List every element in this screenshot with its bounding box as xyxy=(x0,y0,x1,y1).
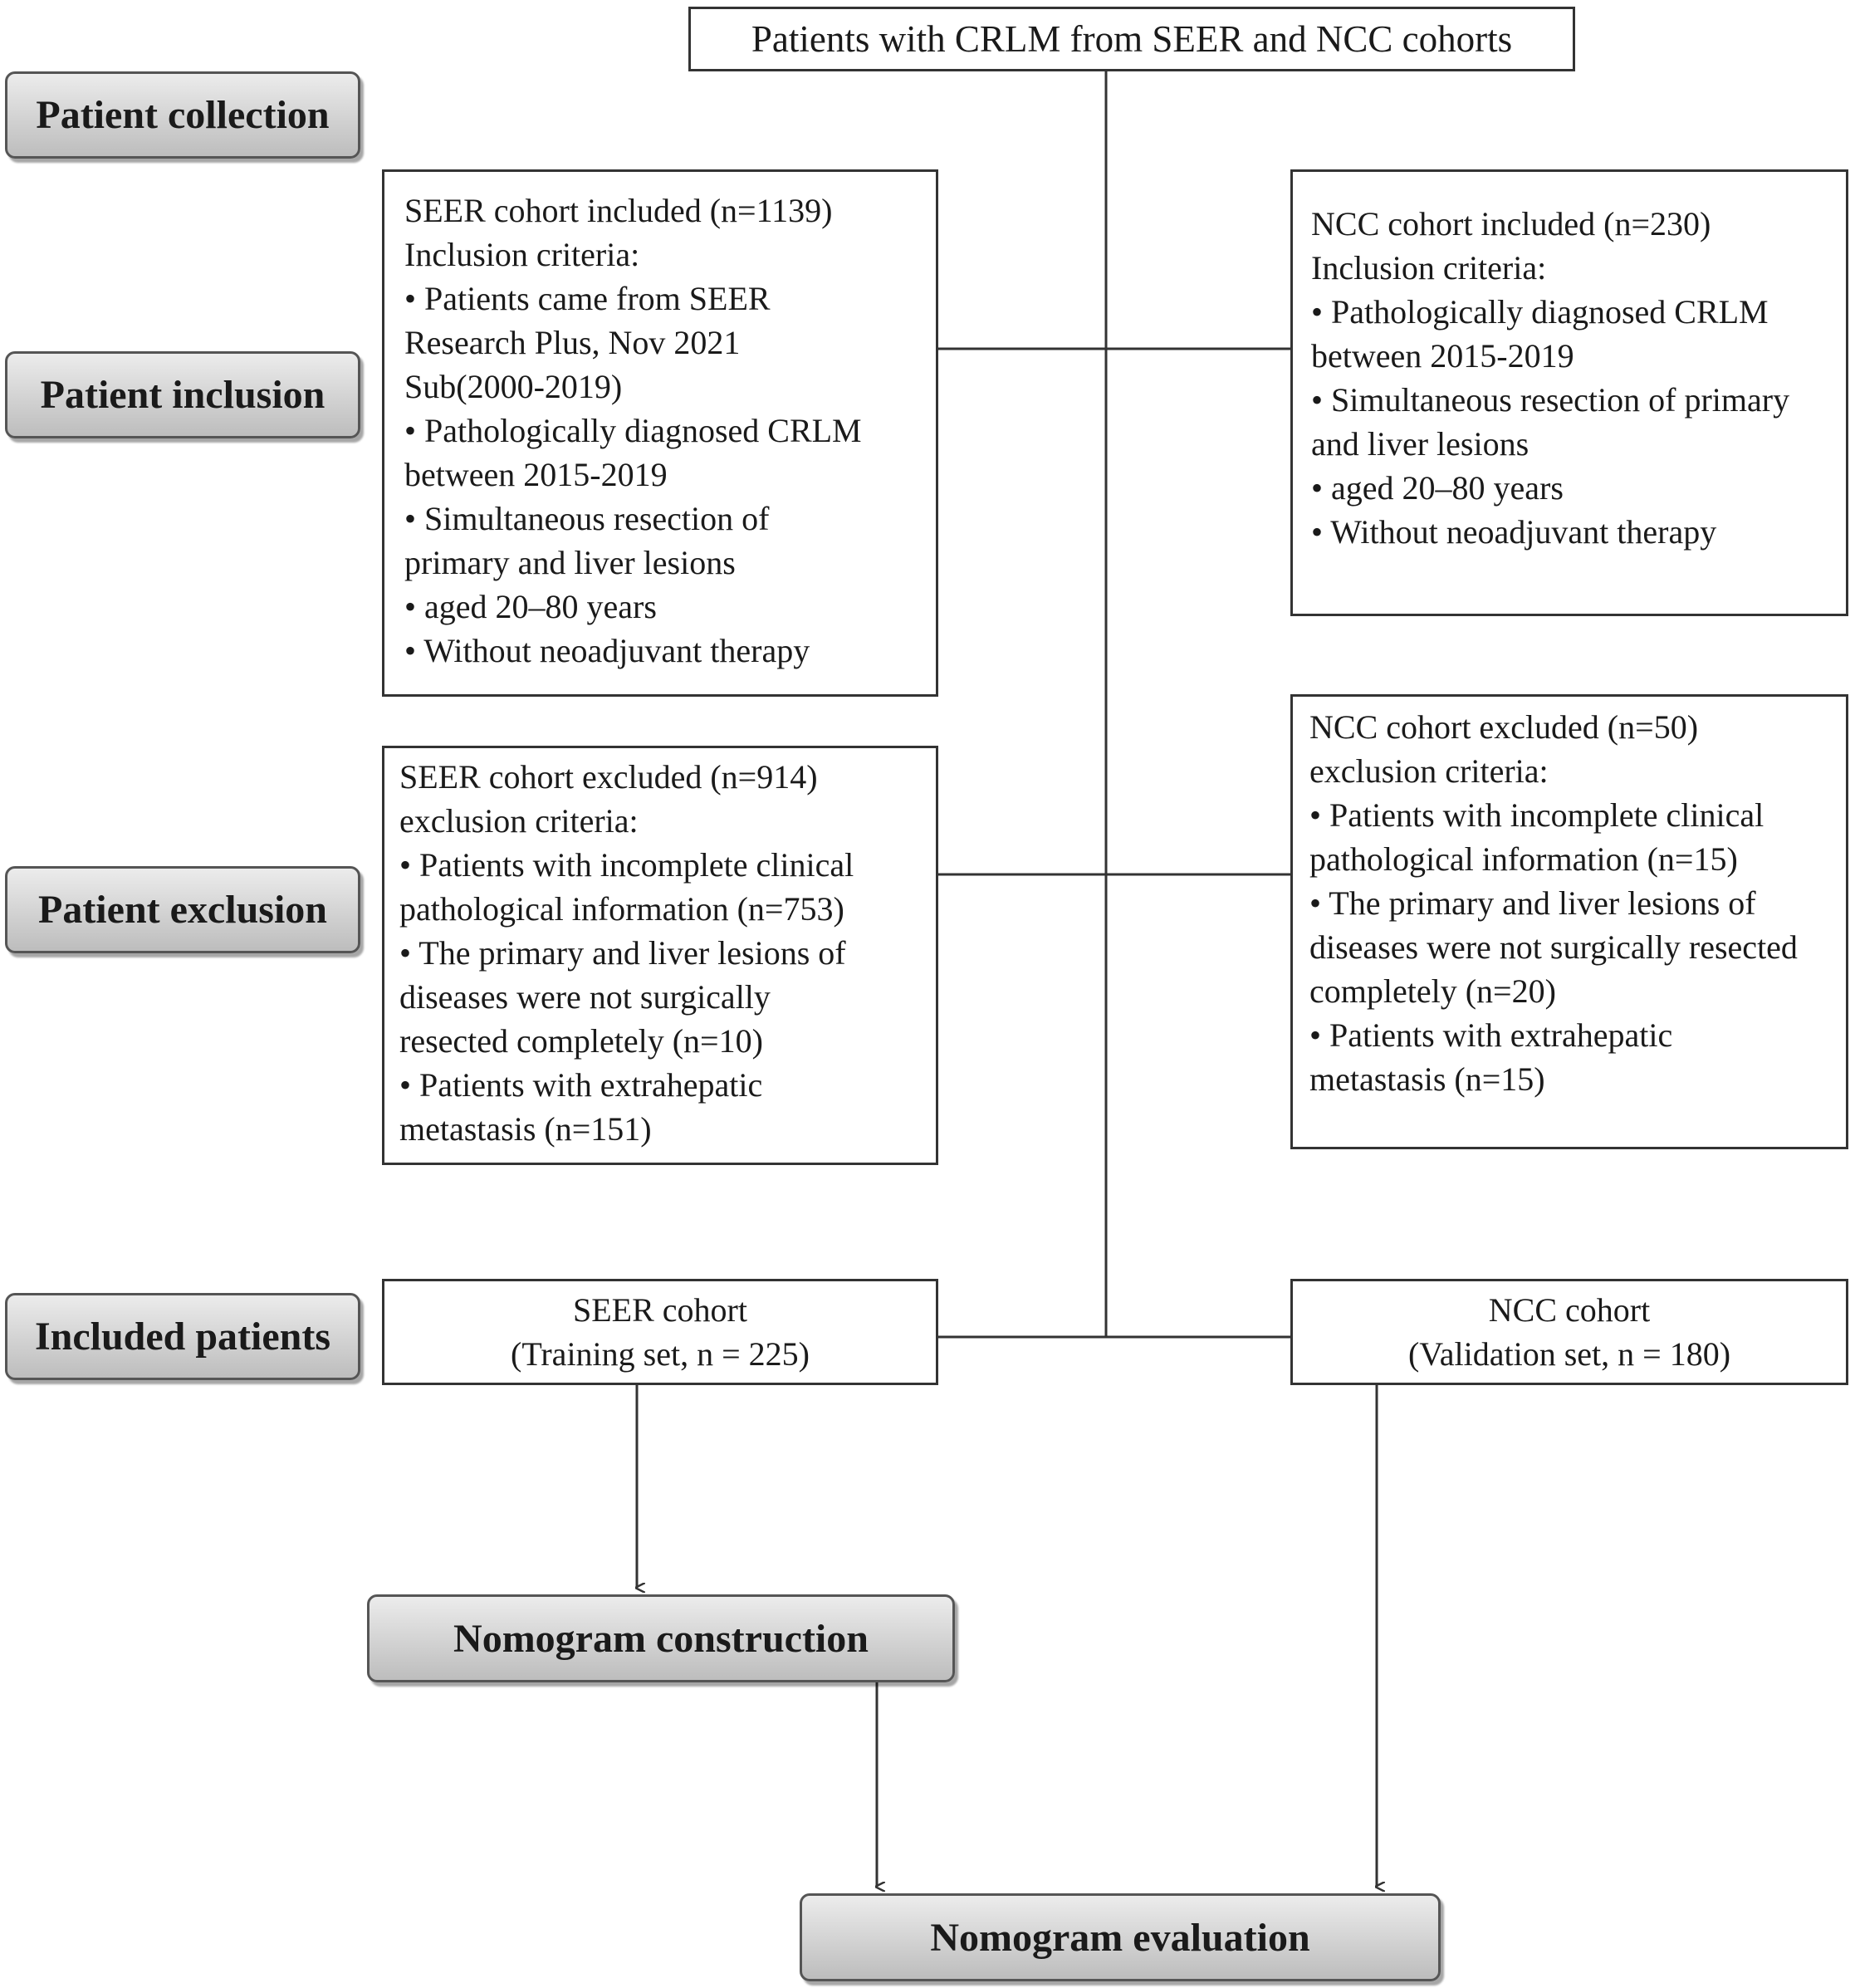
seer-excluded-box: SEER cohort excluded (n=914) exclusion c… xyxy=(382,746,938,1165)
title-box: Patients with CRLM from SEER and NCC coh… xyxy=(688,7,1575,71)
seer-final-box: SEER cohort (Training set, n = 225) xyxy=(382,1279,938,1385)
stage-included-patients: Included patients xyxy=(5,1293,360,1380)
ncc-included-box: NCC cohort included (n=230) Inclusion cr… xyxy=(1290,169,1848,616)
title-text: Patients with CRLM from SEER and NCC coh… xyxy=(751,17,1513,60)
seer-included-box: SEER cohort included (n=1139) Inclusion … xyxy=(382,169,938,697)
stage-patient-inclusion: Patient inclusion xyxy=(5,351,360,438)
ncc-final-box: NCC cohort (Validation set, n = 180) xyxy=(1290,1279,1848,1385)
stage-patient-exclusion: Patient exclusion xyxy=(5,866,360,953)
nomogram-construction-box: Nomogram construction xyxy=(367,1594,955,1682)
ncc-excluded-box: NCC cohort excluded (n=50) exclusion cri… xyxy=(1290,694,1848,1149)
stage-patient-collection: Patient collection xyxy=(5,71,360,159)
nomogram-evaluation-box: Nomogram evaluation xyxy=(800,1893,1441,1981)
